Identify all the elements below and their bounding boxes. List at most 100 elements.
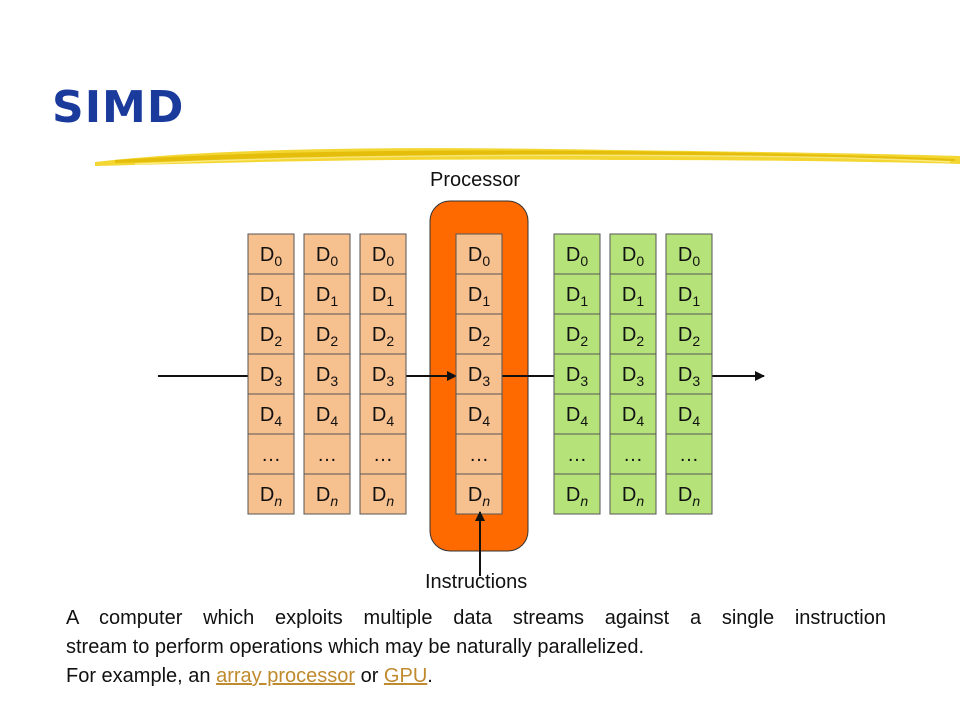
data-cell xyxy=(303,273,351,315)
data-cell xyxy=(665,273,713,315)
description-line-3-suffix: . xyxy=(427,665,433,687)
data-cell xyxy=(247,473,295,515)
data-cell-label: Dn xyxy=(316,484,338,509)
data-cell xyxy=(553,233,601,275)
data-cell xyxy=(455,313,503,355)
data-cell xyxy=(665,313,713,355)
instructions-label: Instructions xyxy=(425,571,528,593)
data-cell xyxy=(609,313,657,355)
description-line-3: For example, an array processor or GPU. xyxy=(66,662,886,691)
data-cell-label: D3 xyxy=(622,364,644,389)
data-cell xyxy=(303,393,351,435)
data-cell xyxy=(553,473,601,515)
data-cell xyxy=(553,273,601,315)
data-cell xyxy=(359,233,407,275)
data-cell xyxy=(303,473,351,515)
data-cell xyxy=(303,353,351,395)
data-cell xyxy=(303,433,351,475)
data-cell xyxy=(609,353,657,395)
data-cell-label: … xyxy=(567,444,587,466)
data-cell-label: D1 xyxy=(468,284,490,309)
data-cell-label: D0 xyxy=(372,244,394,269)
data-cell-label: D3 xyxy=(566,364,588,389)
data-cell xyxy=(247,433,295,475)
data-cell-label: D4 xyxy=(622,404,644,429)
description-line-3-middle: or xyxy=(355,665,384,687)
data-cell xyxy=(303,233,351,275)
data-cell xyxy=(247,353,295,395)
data-cell-label: D0 xyxy=(260,244,282,269)
simd-diagram: D0D1D2D3D4…DnD0D1D2D3D4…DnD0D1D2D3D4…DnD… xyxy=(158,200,765,576)
data-cell-label: D2 xyxy=(316,324,338,349)
title-underline-brushstroke xyxy=(95,148,960,166)
data-cell-label: D4 xyxy=(468,404,490,429)
data-cell-label: D2 xyxy=(622,324,644,349)
data-cell-label: D0 xyxy=(316,244,338,269)
data-cell-label: D2 xyxy=(678,324,700,349)
data-cell xyxy=(665,473,713,515)
data-cell-label: Dn xyxy=(678,484,700,509)
data-cell-label: D4 xyxy=(316,404,338,429)
data-cell-label: … xyxy=(317,444,337,466)
data-cell xyxy=(553,433,601,475)
data-cell-label: D0 xyxy=(566,244,588,269)
data-cell-label: Dn xyxy=(622,484,644,509)
data-cell-label: D0 xyxy=(468,244,490,269)
data-cell-label: D3 xyxy=(468,364,490,389)
data-cell-label: D2 xyxy=(566,324,588,349)
data-cell-label: D3 xyxy=(316,364,338,389)
data-cell xyxy=(665,433,713,475)
data-cell-label: D1 xyxy=(260,284,282,309)
data-cell xyxy=(455,273,503,315)
data-cell xyxy=(359,313,407,355)
data-cell-label: D1 xyxy=(622,284,644,309)
data-cell xyxy=(359,353,407,395)
data-cell-label: D2 xyxy=(468,324,490,349)
data-cell xyxy=(455,473,503,515)
data-cell xyxy=(609,273,657,315)
data-cell-label: Dn xyxy=(260,484,282,509)
data-cell-label: … xyxy=(679,444,699,466)
data-cell xyxy=(303,313,351,355)
data-cell xyxy=(247,313,295,355)
data-cell xyxy=(553,313,601,355)
data-cell-label: Dn xyxy=(566,484,588,509)
data-cell-label: D3 xyxy=(678,364,700,389)
description-line-1: A computer which exploits multiple data … xyxy=(66,607,886,629)
data-cell-label: D4 xyxy=(372,404,394,429)
data-cell-label: D1 xyxy=(678,284,700,309)
data-cell-label: D4 xyxy=(678,404,700,429)
data-cell-label: D1 xyxy=(316,284,338,309)
data-cell-label: D0 xyxy=(678,244,700,269)
data-cell-label: D2 xyxy=(260,324,282,349)
data-cell-label: D4 xyxy=(566,404,588,429)
data-cell-label: D1 xyxy=(372,284,394,309)
description-line-2: stream to perform operations which may b… xyxy=(66,636,645,658)
data-cell xyxy=(359,393,407,435)
array-processor-link[interactable]: array processor xyxy=(216,665,356,687)
data-cell xyxy=(359,473,407,515)
data-cell xyxy=(455,353,503,395)
data-cell-label: … xyxy=(261,444,281,466)
data-cell xyxy=(247,393,295,435)
data-cell-label: D3 xyxy=(372,364,394,389)
data-cell-label: D1 xyxy=(566,284,588,309)
data-cell-label: D4 xyxy=(260,404,282,429)
data-cell-label: … xyxy=(469,444,489,466)
data-cell xyxy=(609,433,657,475)
gpu-link[interactable]: GPU xyxy=(383,665,428,687)
data-cell-label: Dn xyxy=(468,484,490,509)
data-cell xyxy=(609,473,657,515)
description-line-3-prefix: For example, an xyxy=(66,665,217,687)
data-cell xyxy=(359,273,407,315)
data-cell-label: D0 xyxy=(622,244,644,269)
data-cell-label: … xyxy=(623,444,643,466)
data-cell xyxy=(455,233,503,275)
